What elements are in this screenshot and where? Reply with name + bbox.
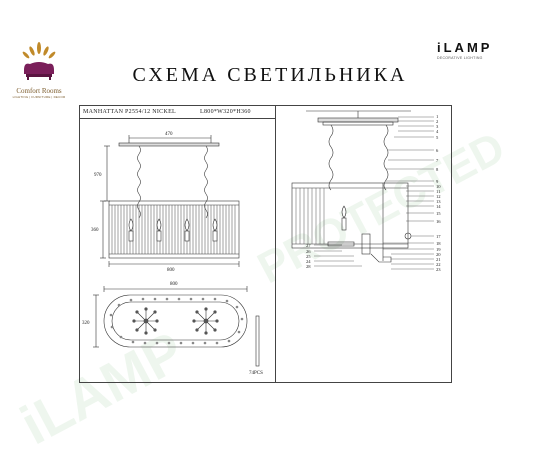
callout-label: 17 [436, 234, 441, 239]
brand-name: Comfort Rooms [16, 87, 62, 95]
callout-label: 19 [436, 247, 441, 252]
callout-label: 4 [436, 129, 439, 134]
callout-label: 8 [436, 167, 439, 172]
callout-label: 10 [436, 184, 441, 189]
callout-label: 20 [436, 252, 441, 257]
size-label: L800*W320*H360 [200, 109, 251, 115]
chain-left [137, 145, 141, 219]
dim-body-width: 800 [167, 268, 175, 273]
brand-tagline: DECORATIVE LIGHTING [437, 56, 483, 60]
crystal-rod [255, 315, 260, 367]
part-number-callouts: 1 2 3 4 5 6 7 8 9 10 11 12 13 14 15 16 1… [306, 114, 441, 272]
callout-label: 9 [436, 179, 439, 184]
ilamp-logo: iLAMP DECORATIVE LIGHTING [437, 40, 507, 60]
candle-bulbs [128, 218, 218, 242]
dim-body-height: 360 [91, 228, 99, 233]
dim-chain-height: 970 [94, 173, 102, 178]
callout-label: 2 [436, 119, 439, 124]
callout-label: 5 [436, 135, 439, 140]
plan-inner [111, 301, 240, 341]
dim-plan-depth: 320 [82, 321, 90, 326]
canopy [317, 117, 399, 123]
callout-label: 22 [436, 262, 441, 267]
chain-right [383, 124, 389, 191]
front-and-plan-views: 470 970 360 800 800 320 74PCS [82, 132, 263, 376]
callout-label: 23 [436, 267, 441, 272]
model-label: MANHATTAN P2554/12 NICKEL [83, 109, 177, 115]
callout-label: 15 [436, 211, 441, 216]
frame-divider [275, 105, 276, 383]
ceiling-bar [118, 142, 220, 147]
callout-label: 28 [306, 264, 311, 269]
page-title: СХЕМА СВЕТИЛЬНИКА [132, 64, 408, 86]
brand-tagline: LIGHTING | FURNITURE | DECOR [12, 95, 66, 99]
side-section-view: 1 2 3 4 5 6 7 8 9 10 11 12 13 14 15 16 1… [291, 110, 441, 272]
dim-width-top: 470 [165, 132, 173, 137]
candle-holders [132, 307, 219, 335]
drawing-frame [79, 105, 452, 383]
callout-label: 18 [436, 241, 441, 246]
chain-right [204, 145, 208, 219]
header-rule [79, 118, 276, 119]
callout-label: 16 [436, 219, 441, 224]
chain-left [328, 124, 334, 191]
callout-label: 24 [306, 259, 311, 264]
lamp-body [108, 200, 240, 259]
callout-label: 14 [436, 204, 441, 209]
comfort-rooms-logo: Comfort Rooms LIGHTING | FURNITURE | DEC… [8, 40, 70, 99]
callout-label: 12 [436, 194, 441, 199]
callout-label: 25 [306, 254, 311, 259]
callout-label: 7 [436, 158, 439, 163]
crown-sofa-icon [22, 42, 56, 80]
callout-label: 6 [436, 148, 439, 153]
callout-label: 27 [306, 243, 311, 248]
callout-label: 13 [436, 199, 441, 204]
dim-plan-width: 800 [170, 282, 178, 287]
brand-name: iLAMP [437, 40, 493, 55]
callout-label: 11 [436, 189, 441, 194]
callout-label: 1 [436, 114, 439, 119]
lamp-body [291, 182, 409, 249]
callout-label: 3 [436, 124, 439, 129]
pieces-count: 74PCS [249, 371, 263, 376]
crystal-ring-beads [109, 297, 244, 345]
callout-label: 21 [436, 257, 441, 262]
callout-label: 26 [306, 249, 311, 254]
plan-outline [103, 294, 248, 348]
